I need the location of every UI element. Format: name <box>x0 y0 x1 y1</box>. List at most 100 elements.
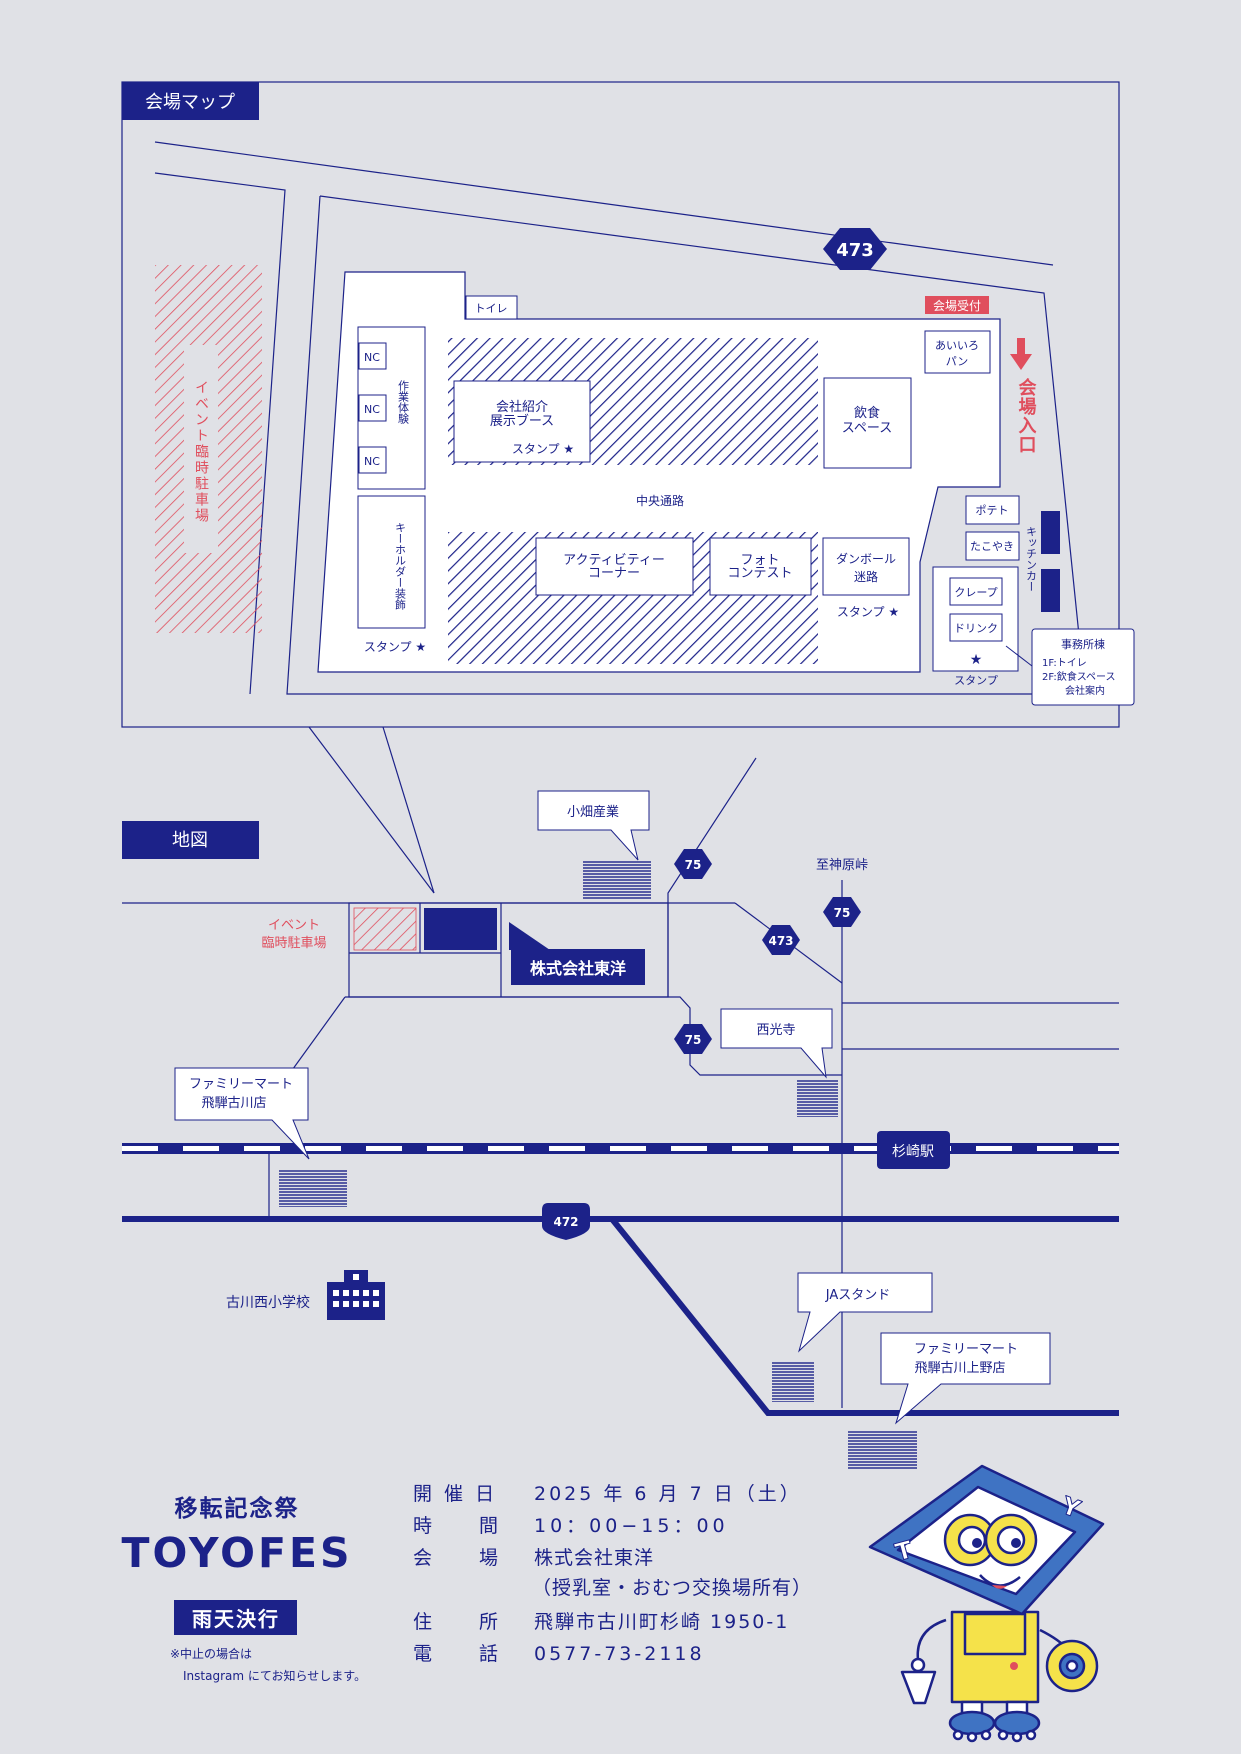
event-details: 開 催 日 2025 年 6 月 7 日（土） 時 間 10：00−15：00 … <box>413 1483 811 1665</box>
ja-block <box>772 1362 814 1402</box>
familymart1-callout <box>174 1067 310 1160</box>
stamp-label: スタンプ ★ <box>512 442 574 456</box>
route-75-badge <box>823 897 861 927</box>
eating-space-label: 飲食 <box>854 405 880 421</box>
takoyaki-stall <box>965 531 1020 561</box>
familymart1-block <box>279 1169 347 1207</box>
mascot-illustration: T Y <box>868 1464 1105 1743</box>
office-callout <box>1031 628 1135 706</box>
route-75-label: 75 <box>685 1033 702 1047</box>
ja-label: JAスタンド <box>825 1288 891 1303</box>
familymart2-block <box>848 1431 917 1469</box>
parking-label-bg <box>184 345 218 553</box>
route-473-label: 473 <box>768 934 793 948</box>
route-75-label: 75 <box>834 906 851 920</box>
road-line <box>289 996 346 1074</box>
rain-label: 雨天決行 <box>192 1607 280 1631</box>
detail-value: 株式会社東洋 <box>534 1547 654 1569</box>
photo-contest-label: フォト <box>740 553 779 568</box>
cardboard-maze <box>822 537 910 596</box>
event-title: TOYOFES <box>122 1529 353 1577</box>
detail-label: 時 間 <box>413 1515 501 1537</box>
aiiro-pan-label: あいいろ <box>935 339 979 352</box>
potato-stall <box>965 495 1020 525</box>
eating-space-label: スペース <box>842 421 892 436</box>
stamp-label: スタンプ ★ <box>364 640 426 654</box>
route-472-label: 472 <box>553 1215 578 1229</box>
nc-label: NC <box>364 403 380 416</box>
event-subtitle: 移転記念祭 <box>175 1495 300 1522</box>
nc-box <box>358 394 387 422</box>
saikoji-block <box>797 1079 838 1117</box>
event-info: 移転記念祭 TOYOFES 雨天決行 ※中止の場合は Instagram にてお… <box>122 1483 812 1683</box>
cancel-note: ※中止の場合は <box>170 1646 252 1661</box>
kamihara-label: 至神原峠 <box>816 858 868 873</box>
detail-label: 開 催 日 <box>413 1483 497 1505</box>
office-title: 事務所棟 <box>1061 637 1105 651</box>
obata-callout <box>537 790 650 861</box>
maze-label: ダンボール <box>836 551 896 566</box>
route-75-badge <box>674 849 712 879</box>
reception-badge <box>925 296 989 314</box>
route-473-badge <box>823 228 887 270</box>
saikoji-label: 西光寺 <box>756 1023 795 1038</box>
activity-corner <box>535 537 694 596</box>
company-site <box>424 908 497 950</box>
area-parking-label: 臨時駐車場 <box>261 936 326 951</box>
road-line <box>154 141 1054 266</box>
gear-icon <box>1045 1639 1099 1693</box>
photo-contest-label: コンテスト <box>727 566 792 581</box>
nc-box <box>358 446 387 474</box>
photo-contest <box>709 537 812 596</box>
familymart2-callout <box>880 1332 1051 1425</box>
takoyaki-label: たこやき <box>970 540 1014 553</box>
saikoji-callout <box>720 1008 833 1079</box>
route-75-label: 75 <box>685 858 702 872</box>
potato-label: ポテト <box>976 504 1009 517</box>
company-booth-label: 会社紹介 <box>496 399 548 415</box>
company-badge-label: 株式会社東洋 <box>530 959 626 978</box>
cancel-note: Instagram にてお知らせします。 <box>183 1669 366 1683</box>
road-line <box>667 757 757 903</box>
obata-block <box>583 861 651 899</box>
zoom-pointer <box>308 726 435 894</box>
venue-map: 会場マップ 473 イベント臨時駐車場 トイレ 会場受付 会場入口 NC NC … <box>121 81 1135 894</box>
office-2f-b: 会社案内 <box>1065 684 1105 697</box>
drink-label: ドリンク <box>954 622 998 635</box>
detail-value: 飛騨市古川町杉崎 1950-1 <box>534 1611 789 1633</box>
eating-space <box>823 377 912 469</box>
venue-map-title: 会場マップ <box>145 92 235 113</box>
rain-badge <box>174 1600 297 1635</box>
activity-label: アクティビティー <box>563 553 665 568</box>
toilet-box <box>465 295 518 320</box>
maze-label: 迷路 <box>854 569 878 584</box>
reception-label: 会場受付 <box>933 299 981 313</box>
company-badge <box>511 949 645 985</box>
stamp-label: スタンプ ★ <box>837 605 899 619</box>
area-map-title: 地図 <box>172 830 208 851</box>
school-label: 古川西小学校 <box>226 1294 310 1311</box>
keyholder-label: キーホルダー装飾 <box>394 522 407 611</box>
workshop-label: 作業体験 <box>397 380 410 425</box>
familymart2-label: 飛騨古川上野店 <box>914 1361 1005 1376</box>
nc-label: NC <box>364 351 380 364</box>
kitchen-car-label: キッチンカー <box>1025 526 1038 592</box>
entrance-arrow-icon <box>1010 354 1032 370</box>
detail-value: 10：00−15：00 <box>534 1515 729 1537</box>
aiiro-pan-label: パン <box>946 355 969 368</box>
route-472-badge <box>542 1203 590 1240</box>
route-473-badge <box>762 925 800 955</box>
area-parking-label: イベント <box>268 918 320 933</box>
entrance-arrow-shaft <box>1017 338 1025 356</box>
office-2f: 2F:飲食スペース <box>1042 670 1116 683</box>
route-473-label: 473 <box>836 240 874 261</box>
station-badge <box>877 1131 950 1169</box>
ja-callout <box>797 1272 933 1353</box>
school-icon <box>327 1270 385 1320</box>
area-map: 地図 イベント 臨時駐車場 株式会社東洋 <box>122 757 1119 1469</box>
area-parking <box>353 907 417 951</box>
familymart2-label: ファミリーマート <box>914 1342 1018 1357</box>
area-map-title-bg <box>122 821 259 859</box>
detail-label: 住 所 <box>413 1611 501 1633</box>
